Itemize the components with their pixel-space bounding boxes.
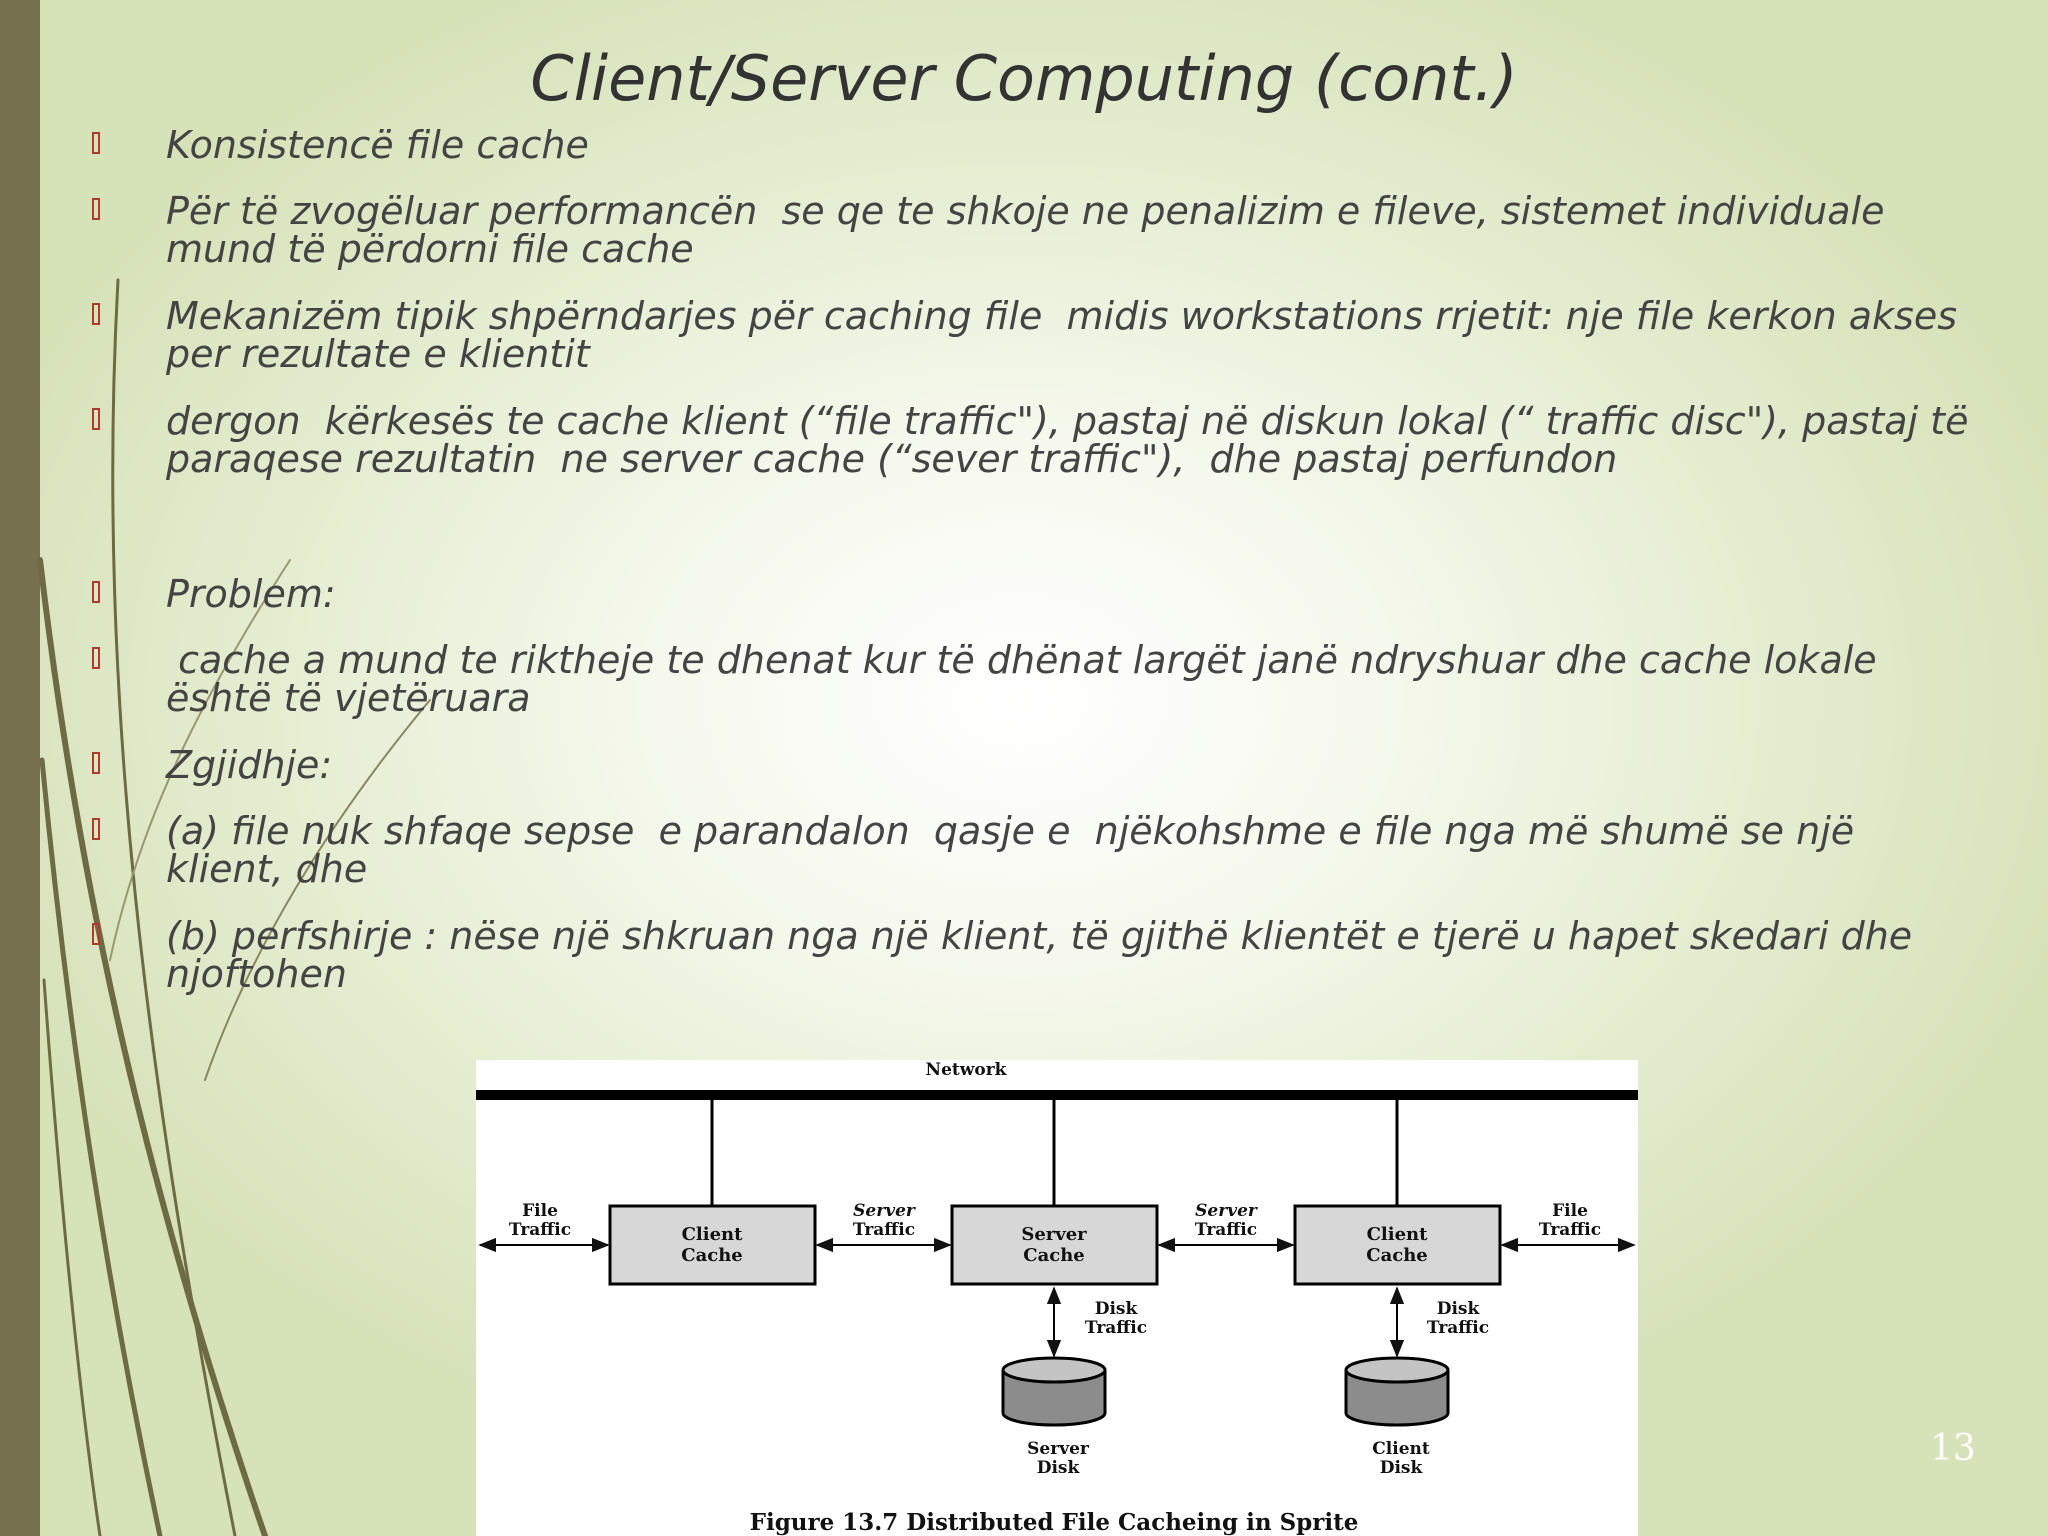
client-disk-line2: Disk — [1380, 1458, 1424, 1478]
disk-traffic-right-line1: Disk — [1437, 1299, 1481, 1319]
server-traffic-left-line1: Server — [853, 1201, 916, 1221]
bullet-text: Për të zvogëluar performancën se qe te s… — [166, 189, 1885, 271]
bullet-text: Problem: — [166, 572, 336, 616]
left-accent-bar — [0, 0, 40, 1536]
bullet-text: Konsistencë file cache — [166, 123, 589, 167]
bullet-marker-icon — [92, 303, 100, 325]
bullet-text: Mekanizëm tipik shpërndarjes për caching… — [166, 294, 1958, 376]
server-disk-line1: Server — [1027, 1439, 1090, 1459]
bullet-text: (b) perfshirje : nëse një shkruan nga nj… — [166, 914, 1913, 996]
server-disk-icon — [1001, 1356, 1107, 1427]
client-cache-right-line2: Cache — [1366, 1245, 1428, 1266]
bullet-marker-icon — [92, 818, 100, 840]
bullet-marker-icon — [92, 408, 100, 430]
server-disk-line2: Disk — [1037, 1458, 1081, 1478]
bullet-text: cache a mund te riktheje te dhenat kur t… — [166, 638, 1877, 720]
network-label: Network — [926, 1060, 1008, 1080]
bullet-marker-icon — [92, 752, 100, 774]
server-traffic-right-line2: Traffic — [1195, 1220, 1257, 1240]
file-traffic-right-line1: File — [1552, 1201, 1588, 1221]
bullet-marker-icon — [92, 581, 100, 603]
server-cache-line2: Cache — [1023, 1245, 1085, 1266]
disk-traffic-right-line2: Traffic — [1427, 1318, 1489, 1338]
bullet-marker-icon — [92, 132, 100, 154]
server-traffic-right-line1: Server — [1195, 1201, 1258, 1221]
client-disk-icon — [1344, 1356, 1450, 1427]
file-traffic-right-line2: Traffic — [1539, 1220, 1601, 1240]
server-traffic-left-line2: Traffic — [853, 1220, 915, 1240]
client-cache-left-line2: Cache — [681, 1245, 743, 1266]
client-disk-line1: Client — [1372, 1439, 1430, 1459]
bullet-marker-icon — [92, 647, 100, 669]
network-bus-line — [476, 1090, 1638, 1100]
client-cache-right-box — [1293, 1204, 1502, 1286]
file-traffic-left-line1: File — [522, 1201, 558, 1221]
server-cache-line1: Server — [1021, 1224, 1087, 1245]
distributed-file-caching-figure: Network Client Cache Server Cache Client… — [476, 1060, 1638, 1536]
file-traffic-left-line2: Traffic — [509, 1220, 571, 1240]
client-cache-left-box — [608, 1204, 817, 1286]
bullet-marker-icon — [92, 923, 100, 945]
bullet-text: dergon kërkesës te cache klient (“file t… — [166, 399, 1969, 481]
client-cache-left-line1: Client — [682, 1224, 744, 1245]
page-number: 13 — [1930, 1428, 1976, 1469]
bullet-text: (a) file nuk shfaqe sepse e parandalon q… — [166, 809, 1855, 891]
slide-title: Client/Server Computing (cont.) — [530, 42, 1518, 115]
disk-traffic-left-line1: Disk — [1095, 1299, 1139, 1319]
client-cache-right-line1: Client — [1367, 1224, 1429, 1245]
server-cache-box — [950, 1204, 1159, 1286]
bullet-text: Zgjidhje: — [166, 743, 333, 787]
disk-traffic-left-line2: Traffic — [1085, 1318, 1147, 1338]
figure-caption: Figure 13.7 Distributed File Cacheing in… — [750, 1509, 1359, 1536]
bullet-marker-icon — [92, 198, 100, 220]
